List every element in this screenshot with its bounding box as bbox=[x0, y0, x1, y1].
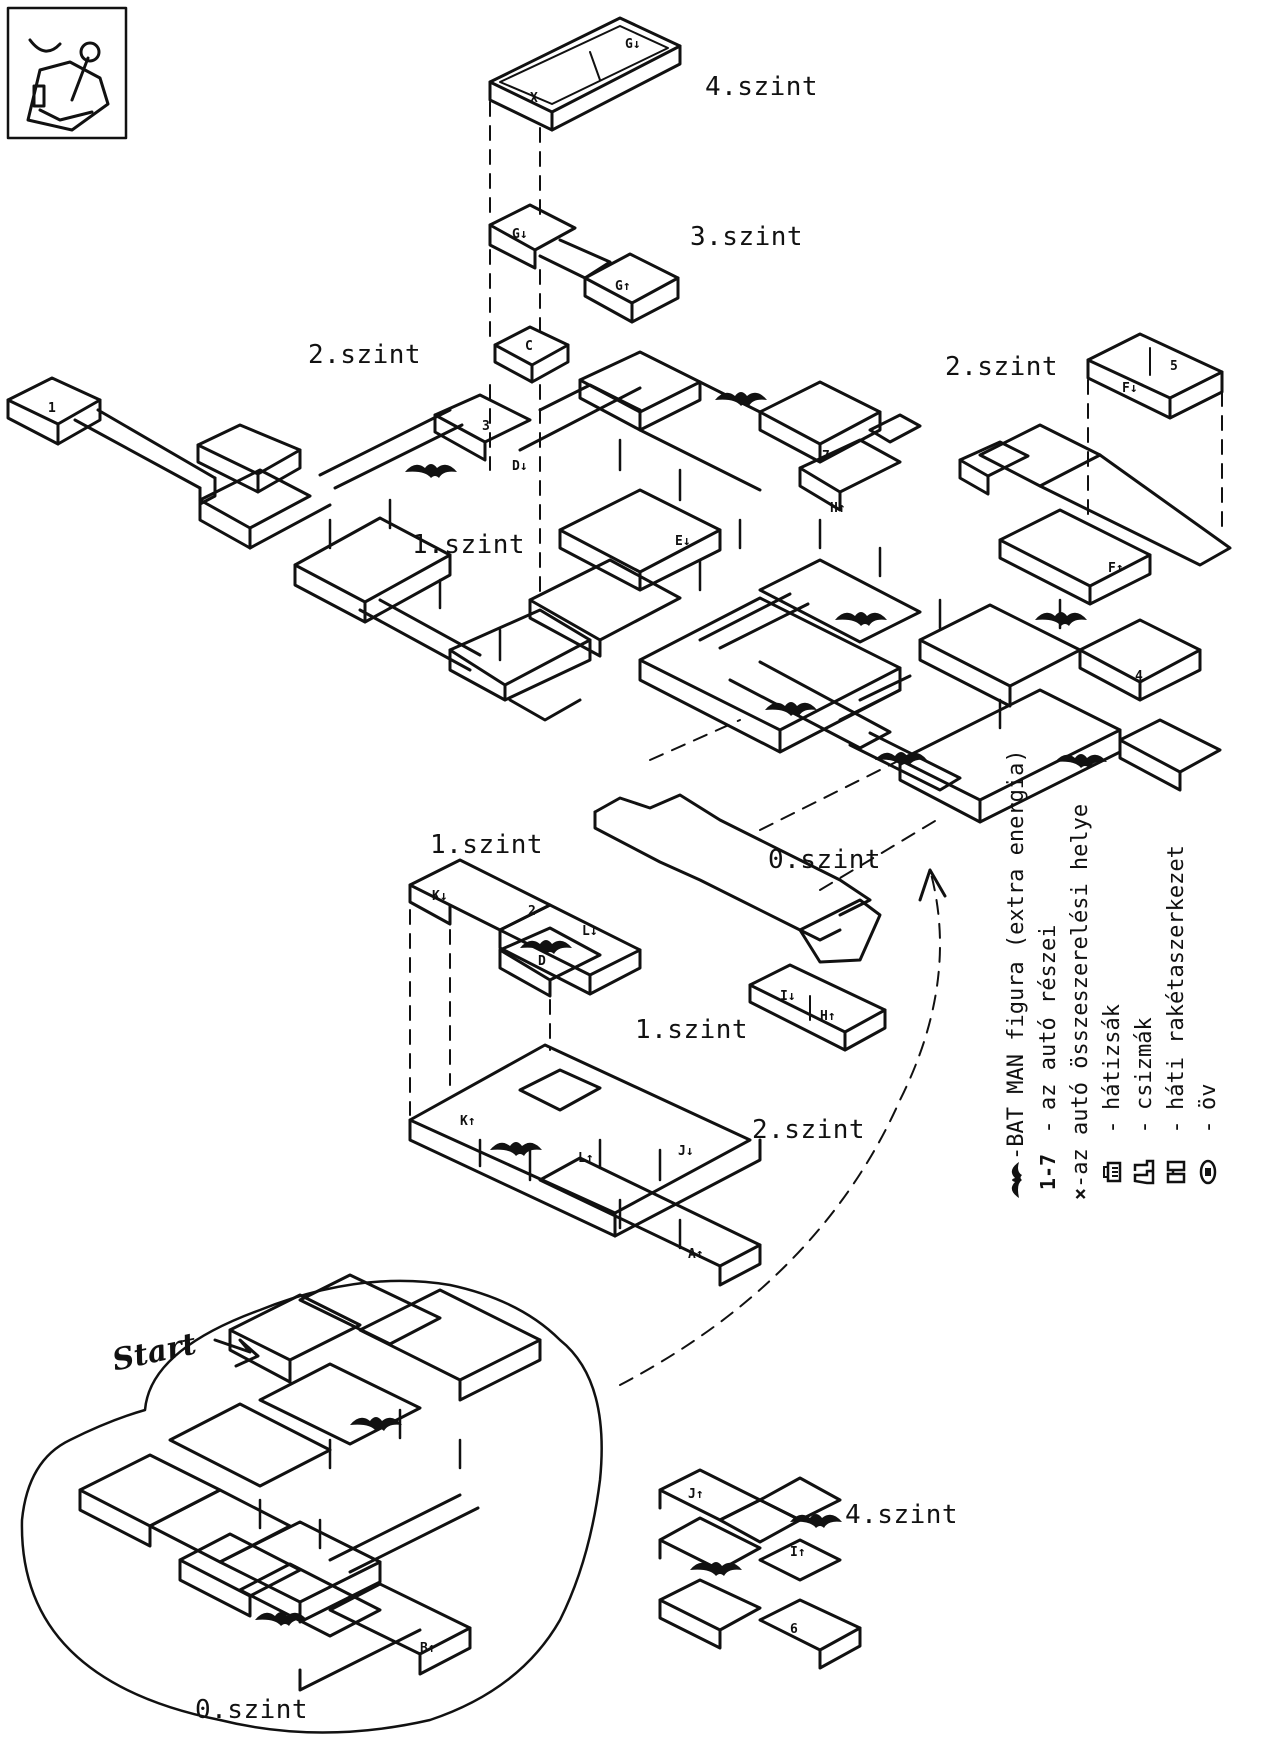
f-down-marker: F↓ bbox=[1122, 381, 1138, 396]
legend-text-belt: öv bbox=[1195, 1083, 1221, 1111]
legend: - BAT MAN figura (extra energia) 1-7 - a… bbox=[1000, 749, 1250, 1200]
j-up-marker: J↑ bbox=[688, 1487, 704, 1502]
g-down-marker: G↓ bbox=[625, 37, 641, 52]
j-down-marker: J↓ bbox=[678, 1144, 694, 1159]
joystick-icon bbox=[6, 6, 128, 140]
g-down-marker-3: G↓ bbox=[512, 227, 528, 242]
backpack-icon bbox=[1102, 1144, 1122, 1200]
a-up-marker: A↑ bbox=[688, 1247, 704, 1262]
bat-icon bbox=[715, 392, 767, 406]
level3-block bbox=[488, 203, 680, 324]
level1-mid-left bbox=[408, 858, 642, 998]
bat-icon bbox=[1035, 612, 1087, 626]
x-marker: X bbox=[530, 91, 538, 106]
room-2-label: 2 bbox=[528, 904, 536, 919]
bat-icon bbox=[690, 1562, 742, 1576]
legend-text-boots: csizmák bbox=[1131, 1017, 1157, 1110]
level-0-label-mid: 0.szint bbox=[768, 845, 882, 875]
level1-mid-right bbox=[748, 963, 887, 1052]
belt-icon bbox=[1198, 1144, 1218, 1200]
level0-complex bbox=[78, 1273, 542, 1692]
room-4-label: 4 bbox=[1135, 669, 1143, 684]
upper-complex bbox=[6, 332, 1232, 824]
bat-icon bbox=[1055, 754, 1107, 768]
b-up-marker: B↑ bbox=[420, 1641, 436, 1656]
bat-icon bbox=[350, 1417, 402, 1431]
level2-c-block bbox=[493, 325, 570, 384]
legend-row-belt: - öv bbox=[1192, 840, 1224, 1200]
level-1-label-upper: 1.szint bbox=[412, 530, 526, 560]
d-down-marker: D↓ bbox=[512, 459, 528, 474]
legend-row-car-parts: 1-7 - az autó részei bbox=[1032, 840, 1064, 1200]
bat-icon bbox=[490, 1142, 542, 1156]
e-down-marker: E↓ bbox=[675, 534, 691, 549]
g-up-marker: G↑ bbox=[615, 279, 631, 294]
room-1-label: 1 bbox=[48, 401, 56, 416]
room-7-label: 7 bbox=[822, 449, 830, 464]
level-2-label-right: 2.szint bbox=[945, 352, 1059, 382]
room-markers: 1 3 7 4 5 2 6 X G↓ G↓ G↑ C D↓ E↓ F↓ F↑ H… bbox=[48, 37, 1178, 1656]
level4-top-block bbox=[488, 16, 682, 132]
room-5-label: 5 bbox=[1170, 359, 1178, 374]
room-6-label: 6 bbox=[790, 1622, 798, 1637]
jetpack-icon bbox=[1165, 1144, 1187, 1200]
bat-icon bbox=[790, 1514, 842, 1528]
bat-icon bbox=[835, 612, 887, 626]
legend-text-assembly: az autó összeszerelési helye bbox=[1067, 803, 1093, 1175]
bat-icon bbox=[255, 1612, 307, 1626]
i-down-marker: I↓ bbox=[780, 989, 796, 1004]
legend-text-car-parts: az autó részei bbox=[1035, 924, 1061, 1110]
cross-icon: × bbox=[1068, 1187, 1092, 1200]
h-up-marker: H↑ bbox=[830, 501, 846, 516]
level-4-label-top: 4.szint bbox=[705, 72, 819, 102]
room-3-label: 3 bbox=[482, 419, 490, 434]
l-up-marker: L↑ bbox=[578, 1151, 594, 1166]
bat-icon bbox=[875, 752, 927, 766]
f-up-marker: F↑ bbox=[1108, 561, 1124, 576]
legend-row-assembly: × - az autó összeszerelési helye bbox=[1067, 803, 1093, 1200]
level-2-label-left: 2.szint bbox=[308, 340, 422, 370]
l-down-marker: L↓ bbox=[582, 924, 598, 939]
i-up-marker: I↑ bbox=[790, 1545, 806, 1560]
level0-blob-outline bbox=[20, 1279, 603, 1734]
level-1-label-mid-b: 1.szint bbox=[635, 1015, 749, 1045]
level-1-label-mid-a: 1.szint bbox=[430, 830, 544, 860]
bat-icon bbox=[405, 464, 457, 478]
legend-text-jetpack: háti rakétaszerkezet bbox=[1163, 845, 1189, 1110]
d-marker: D bbox=[538, 954, 546, 969]
legend-row-jetpack: - háti rakétaszerkezet bbox=[1160, 840, 1192, 1200]
h-up-marker-2: H↑ bbox=[820, 1009, 836, 1024]
level2-mid-block bbox=[408, 1043, 762, 1287]
legend-text-bat: BAT MAN figura (extra energia) bbox=[1003, 749, 1029, 1147]
legend-row-boots: - csizmák bbox=[1128, 840, 1160, 1200]
k-up-marker: K↑ bbox=[460, 1114, 476, 1129]
level-3-label: 3.szint bbox=[690, 222, 804, 252]
boots-icon bbox=[1133, 1144, 1155, 1200]
level0-mid-corridor bbox=[593, 793, 882, 964]
bat-icon bbox=[520, 940, 572, 954]
c-marker: C bbox=[525, 339, 533, 354]
level-2-label-mid: 2.szint bbox=[752, 1115, 866, 1145]
legend-row-bat: - BAT MAN figura (extra energia) bbox=[1000, 749, 1032, 1200]
k-down-marker: K↓ bbox=[432, 889, 448, 904]
bat-icon bbox=[765, 702, 817, 716]
bat-icon bbox=[1007, 1160, 1025, 1200]
level-4-label-bottom: 4.szint bbox=[845, 1500, 959, 1530]
numbers-icon: 1-7 bbox=[1036, 1153, 1060, 1191]
level-0-label-bottom: 0.szint bbox=[195, 1695, 309, 1725]
legend-row-backpack: - hátizsák bbox=[1096, 840, 1128, 1200]
legend-text-backpack: hátizsák bbox=[1099, 1004, 1125, 1110]
